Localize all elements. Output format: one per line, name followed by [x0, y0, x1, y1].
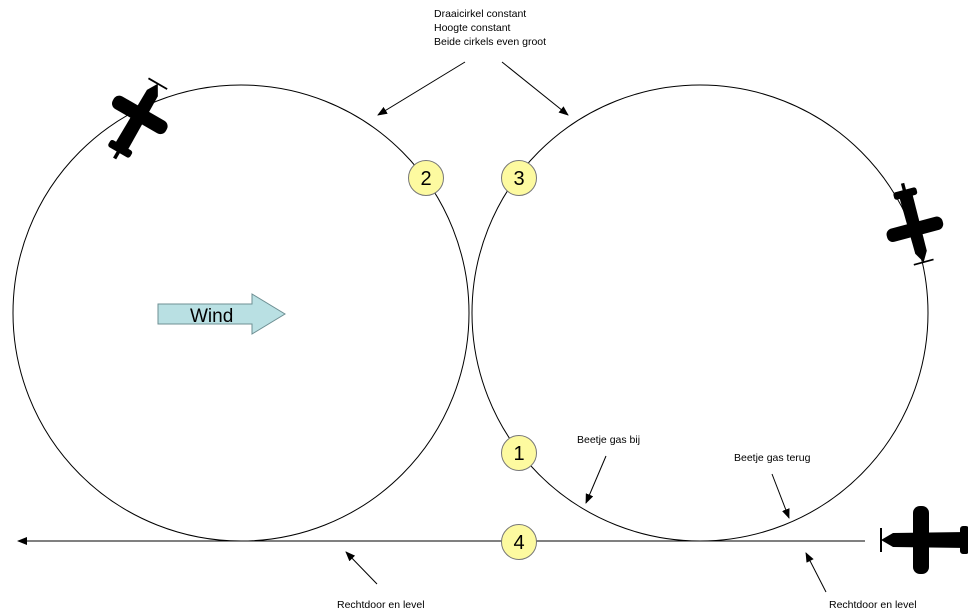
- marker-4-label: 4: [513, 532, 524, 554]
- marker-1-label: 1: [513, 443, 524, 465]
- header-note-line3: Beide cirkels even groot: [434, 36, 546, 48]
- wind-arrow: Wind: [157, 293, 286, 335]
- marker-3-label: 3: [513, 168, 524, 190]
- marker-1: 1: [501, 435, 537, 471]
- marker-4: 4: [501, 524, 537, 560]
- airplane-icon-top-left: [88, 67, 185, 174]
- airplane-icon-bottom-right: [880, 506, 968, 574]
- annotation-gas-terug: Beetje gas terug: [734, 452, 811, 464]
- header-note-line1: Draaicirkel constant: [434, 8, 526, 20]
- marker-2-label: 2: [420, 168, 431, 190]
- marker-3: 3: [501, 160, 537, 196]
- annotation-gas-bij: Beetje gas bij: [577, 434, 640, 446]
- arrow-gas-terug: [771, 473, 790, 519]
- wind-arrow-shape: [157, 293, 286, 335]
- arrow-gas-bij: [585, 455, 607, 504]
- marker-2: 2: [408, 160, 444, 196]
- right-turn-circle: [471, 84, 929, 542]
- annotation-straight-left: Rechtdoor en level: [337, 599, 425, 611]
- annotation-straight-right: Rechtdoor en level: [829, 599, 917, 611]
- arrow-straight-left: [345, 551, 378, 585]
- header-arrow-left: [377, 61, 466, 116]
- header-note-line2: Hoogte constant: [434, 22, 511, 34]
- arrow-straight-right: [805, 552, 827, 593]
- header-arrow-right: [501, 61, 569, 116]
- wind-label: Wind: [190, 306, 233, 327]
- header-note: Draaicirkel constant Hoogte constant Bei…: [434, 8, 546, 48]
- airplane-icon-right: [874, 175, 952, 271]
